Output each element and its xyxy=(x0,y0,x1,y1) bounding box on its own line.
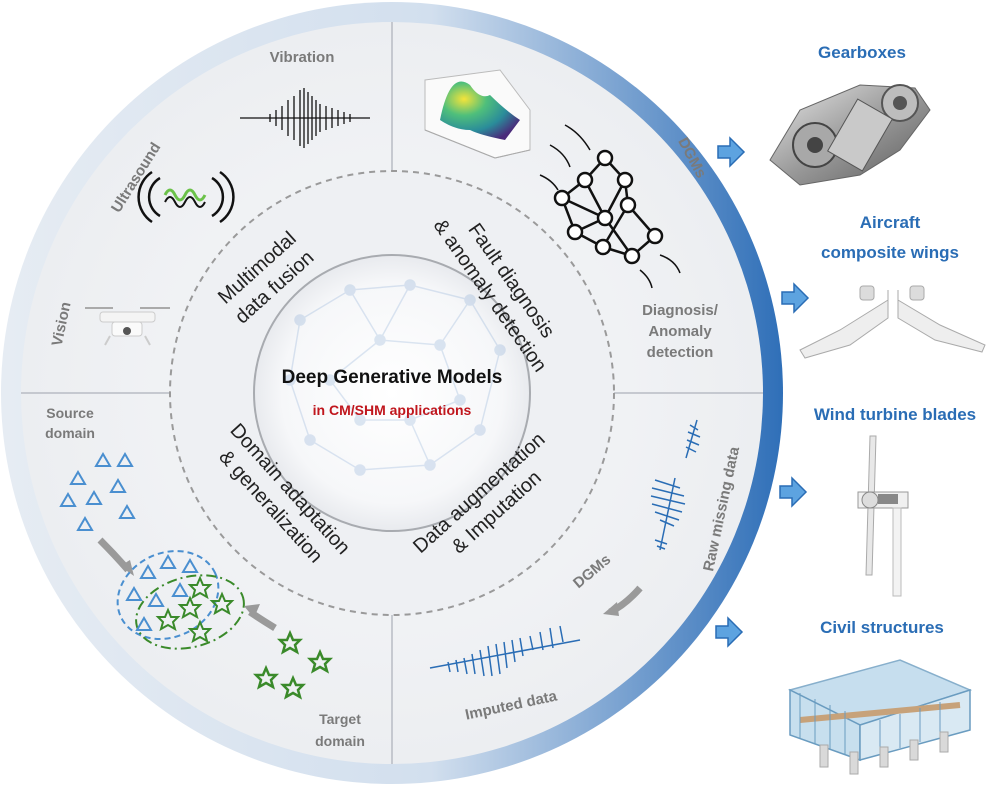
surface-plot-icon xyxy=(424,69,531,159)
label-source-line2: domain xyxy=(45,425,95,441)
center-subtitle: in CM/SHM applications xyxy=(313,402,472,418)
target-cluster-ellipse xyxy=(135,574,245,650)
arrow-head-target xyxy=(244,604,260,618)
neural-network-icon xyxy=(539,124,681,289)
arrow-to-aircraft xyxy=(781,282,810,314)
label-target-line2: domain xyxy=(315,733,365,749)
app-civil-title: Civil structures xyxy=(820,618,944,637)
arrow-to-gearboxes xyxy=(717,136,746,168)
app-gearboxes-title: Gearboxes xyxy=(818,43,906,62)
source-cluster-ellipse xyxy=(116,550,220,640)
mixed-triangles xyxy=(125,554,199,631)
label-vibration: Vibration xyxy=(270,49,335,66)
ultrasound-icon xyxy=(137,170,235,224)
target-stars xyxy=(252,629,334,700)
core-network-background xyxy=(284,279,506,476)
vibration-waveform-icon xyxy=(240,88,370,148)
app-aircraft-line2: composite wings xyxy=(821,243,959,262)
label-source-line1: Source xyxy=(46,405,94,421)
app-aircraft-line1: Aircraft xyxy=(860,213,921,232)
aircraft-wings-image xyxy=(799,285,986,359)
wind-turbine-image xyxy=(857,435,909,597)
label-diagnosis-line2: Anomaly xyxy=(648,323,712,340)
app-wind-turbine-title: Wind turbine blades xyxy=(814,405,976,424)
core-circle xyxy=(253,254,531,532)
arrow-to-wind-turbine xyxy=(779,476,808,508)
mixed-stars xyxy=(155,575,235,644)
arrow-head-impute xyxy=(603,602,619,616)
source-triangles xyxy=(59,452,136,531)
raw-waveform-icon xyxy=(650,419,701,551)
drone-icon xyxy=(85,307,170,346)
imputed-waveform-icon xyxy=(429,625,581,677)
center-title: Deep Generative Models xyxy=(282,367,503,388)
bridge-image xyxy=(787,659,973,775)
gearbox-image xyxy=(769,84,931,186)
arrow-to-civil xyxy=(715,616,744,648)
label-diagnosis-line1: Diagnosis/ xyxy=(642,302,719,319)
arrow-head-source xyxy=(120,560,134,576)
label-target-line1: Target xyxy=(319,711,361,727)
label-diagnosis-line3: detection xyxy=(647,344,714,361)
